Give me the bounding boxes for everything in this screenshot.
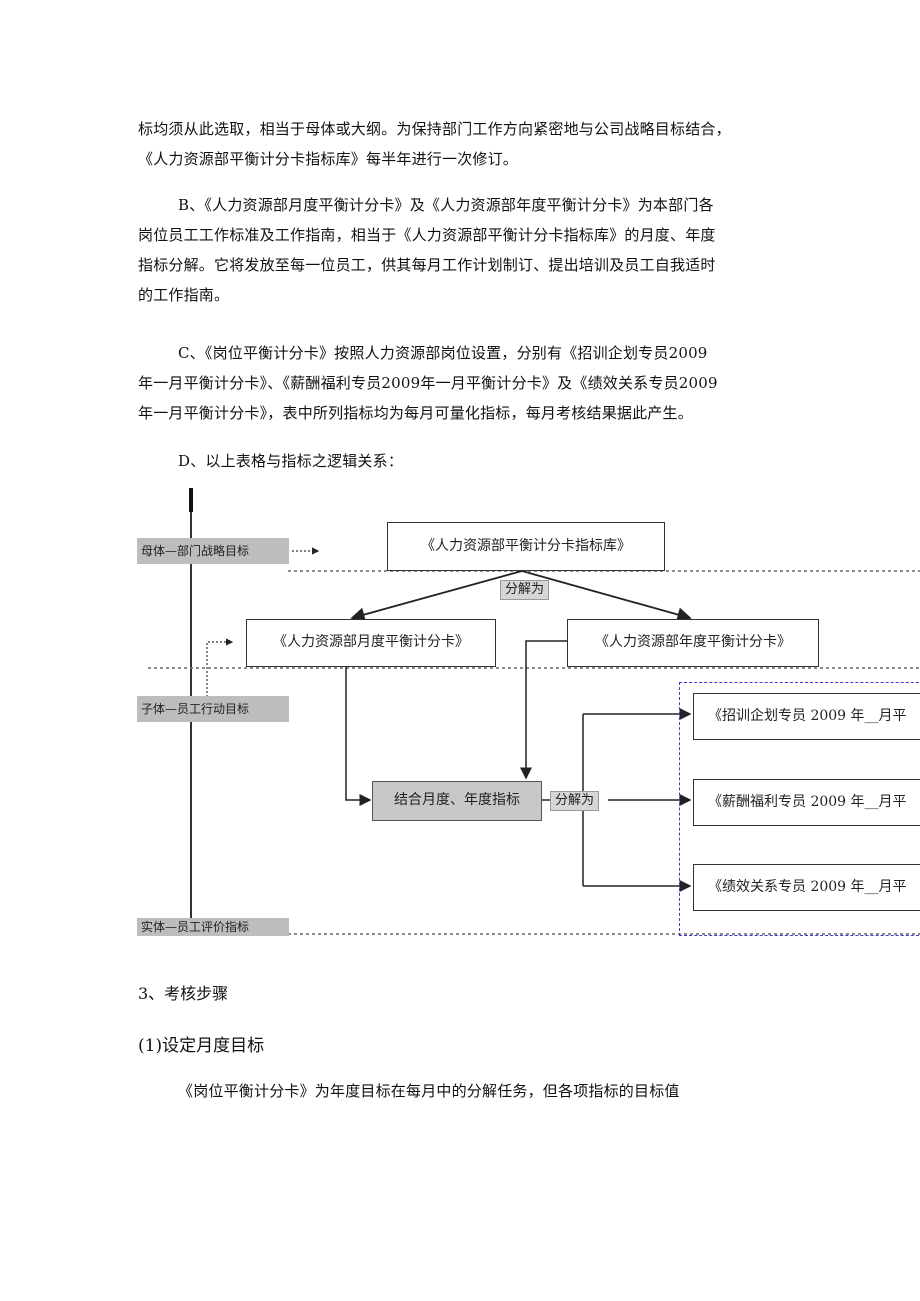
text-line: 年一月平衡计分卡》、《薪酬福利专员2009年一月平衡计分卡》及《绩效关系专员20… <box>138 374 718 392</box>
logic-diagram: 母体—部门战略目标 子体—员工行动目标 实体—员工评价指标 《人力资源部平衡计分… <box>0 480 920 950</box>
split-tag-2: 分解为 <box>550 791 600 811</box>
text-line: C、《岗位平衡计分卡》按照人力资源部岗位设置，分别有《招训企划专员2009 <box>178 344 708 362</box>
paragraph-3: C、《岗位平衡计分卡》按照人力资源部岗位设置，分别有《招训企划专员2009 年一… <box>138 338 798 428</box>
subsection-heading: (1)设定月度目标 <box>138 1036 265 1056</box>
paragraph-1: 标均须从此选取，相当于母体或大纲。为保持部门工作方向紧密地与公司战略目标结合， … <box>138 114 798 174</box>
paragraph-2: B、《人力资源部月度平衡计分卡》及《人力资源部年度平衡计分卡》为本部门各 岗位员… <box>138 190 798 310</box>
text-line: 《岗位平衡计分卡》为年度目标在每月中的分解任务，但各项指标的目标值 <box>178 1082 680 1100</box>
box-indicator-library: 《人力资源部平衡计分卡指标库》 <box>387 522 665 571</box>
paragraph-last: 《岗位平衡计分卡》为年度目标在每月中的分解任务，但各项指标的目标值 <box>138 1076 798 1106</box>
level-label-parent: 母体—部门战略目标 <box>137 538 289 564</box>
box-monthly-scorecard: 《人力资源部月度平衡计分卡》 <box>246 619 496 667</box>
box-post-recruitment: 《招训企划专员 2009 年__月平 <box>693 693 920 740</box>
text-line: D、以上表格与指标之逻辑关系： <box>178 452 404 470</box>
text-line: 标均须从此选取，相当于母体或大纲。为保持部门工作方向紧密地与公司战略目标结合， <box>138 120 731 138</box>
text-line: 《人力资源部平衡计分卡指标库》每半年进行一次修订。 <box>138 150 519 168</box>
text-line: B、《人力资源部月度平衡计分卡》及《人力资源部年度平衡计分卡》为本部门各 <box>178 196 714 214</box>
text-line: 指标分解。它将发放至每一位员工，供其每月工作计划制订、提出培训及员工自我适时 <box>138 256 716 274</box>
box-post-compensation: 《薪酬福利专员 2009 年__月平 <box>693 779 920 826</box>
text-line: 岗位员工工作标准及工作指南，相当于《人力资源部平衡计分卡指标库》的月度、年度 <box>138 226 716 244</box>
text-line: 的工作指南。 <box>138 286 230 304</box>
text-line: 年一月平衡计分卡》，表中所列指标均为每月可量化指标，每月考核结果据此产生。 <box>138 404 693 422</box>
post-scorecards-group <box>679 682 920 936</box>
split-tag-1: 分解为 <box>500 580 550 600</box>
section-heading: 3、考核步骤 <box>138 984 229 1003</box>
diagram-connectors <box>148 488 920 935</box>
box-post-performance: 《绩效关系专员 2009 年__月平 <box>693 864 920 911</box>
paragraph-4: D、以上表格与指标之逻辑关系： <box>138 446 798 476</box>
level-label-child: 子体—员工行动目标 <box>137 696 289 722</box>
box-combine-indicators: 结合月度、年度指标 <box>372 781 542 821</box>
box-annual-scorecard: 《人力资源部年度平衡计分卡》 <box>567 619 819 667</box>
level-label-entity: 实体—员工评价指标 <box>137 918 289 936</box>
